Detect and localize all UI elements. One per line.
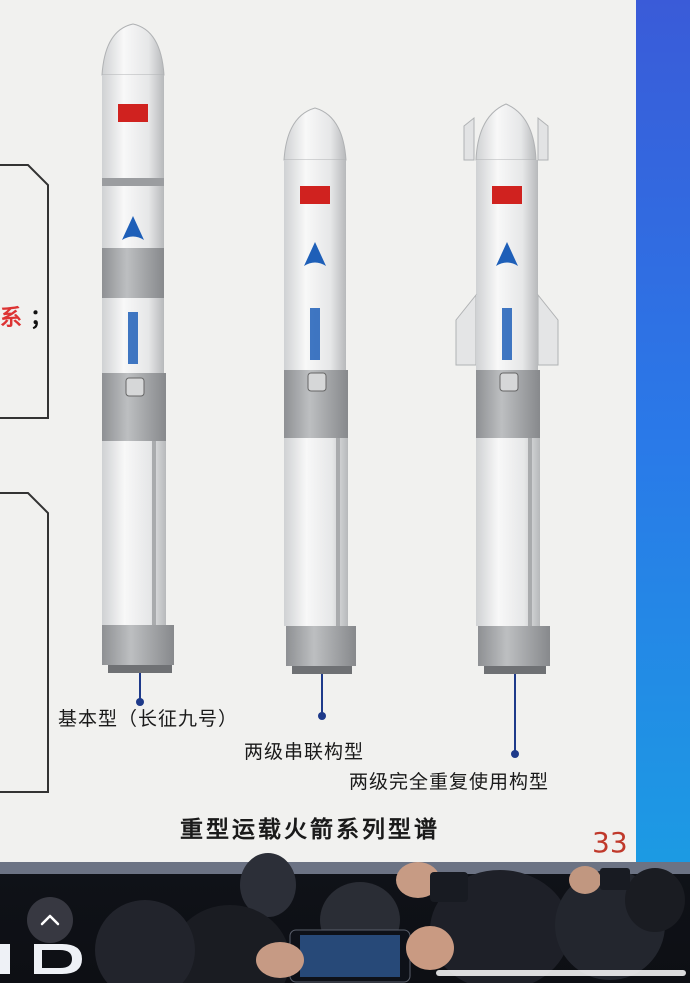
slide-caption: 重型运载火箭系列型谱 [180, 816, 440, 843]
chevron-up-icon [40, 914, 60, 926]
stage-logo-fragment [0, 944, 82, 974]
rocket-basic [101, 23, 174, 706]
scroll-up-button[interactable] [27, 897, 73, 943]
page-number: 33 [592, 826, 628, 859]
rocket-two-stage [283, 107, 356, 720]
phones [256, 862, 630, 983]
rocket-label-two-stage: 两级串联构型 [244, 741, 365, 763]
rocket-label-reusable: 两级完全重复使用构型 [349, 771, 550, 793]
slide-side-fragment: 系； [0, 305, 53, 331]
rocket-reusable [455, 103, 559, 758]
home-indicator[interactable] [436, 970, 686, 976]
rocket-label-basic: 基本型（长征九号） [58, 708, 239, 730]
